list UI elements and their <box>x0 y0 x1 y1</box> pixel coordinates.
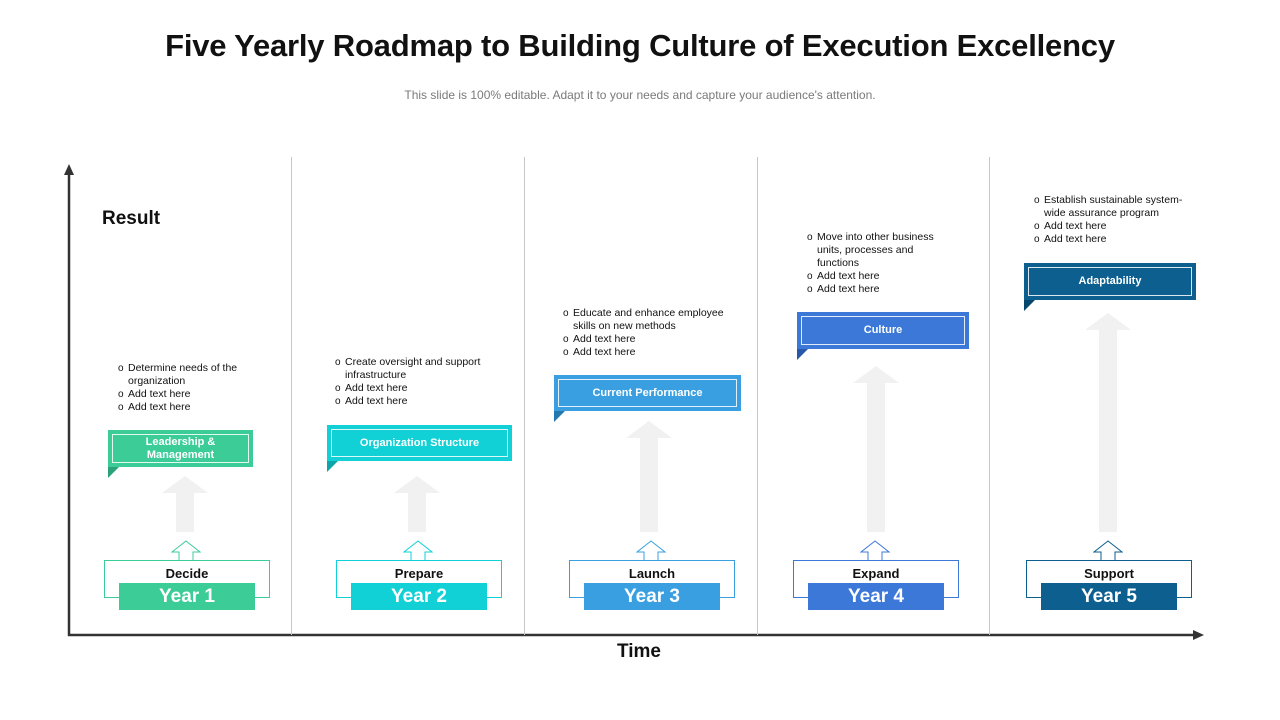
growth-arrow <box>394 476 440 532</box>
bullet-list: Move into other business units, processe… <box>807 231 952 296</box>
bullet-item: Add text here <box>563 346 738 359</box>
column-divider <box>291 157 292 635</box>
small-up-arrow <box>860 540 890 562</box>
bullet-item: Add text here <box>807 283 952 296</box>
milestone-tag-label: Leadership & Management <box>145 435 216 461</box>
year-label: Year 5 <box>1041 583 1177 610</box>
year-label: Year 4 <box>808 583 944 610</box>
bullet-item: Add text here <box>118 388 258 401</box>
x-axis-label: Time <box>617 641 662 662</box>
page-subtitle: This slide is 100% editable. Adapt it to… <box>404 88 876 102</box>
stage-label: Launch <box>628 566 676 581</box>
bullet-item: Establish sustainable system-wide assura… <box>1034 194 1194 220</box>
bullet-item: Create oversight and support infrastruct… <box>335 356 495 382</box>
bullet-item: Add text here <box>563 333 738 346</box>
milestone-tag-label: Current Performance <box>592 386 703 399</box>
bullet-list: Determine needs of the organization Add … <box>118 362 258 414</box>
y-axis-arrowhead <box>64 164 74 175</box>
bullet-item: Educate and enhance employee skills on n… <box>563 307 738 333</box>
year-label: Year 1 <box>119 583 255 610</box>
stage-label: Prepare <box>394 566 444 581</box>
stage-label: Support <box>1084 566 1134 581</box>
page-title: Five Yearly Roadmap to Building Culture … <box>165 28 1115 63</box>
bullet-item: Move into other business units, processe… <box>807 231 952 270</box>
growth-arrow <box>853 366 899 532</box>
growth-arrow <box>626 421 672 532</box>
milestone-tag-label: Adaptability <box>1078 275 1142 287</box>
bullet-item: Determine needs of the organization <box>118 362 258 388</box>
milestone-tag: Current Performance <box>554 375 741 422</box>
year-label: Year 3 <box>584 583 720 610</box>
stage-label: Decide <box>165 566 209 581</box>
bullet-item: Add text here <box>1034 233 1194 246</box>
y-axis-label: Result <box>102 208 161 229</box>
small-up-arrow <box>403 540 433 562</box>
milestone-tag: Adaptability <box>1024 263 1196 311</box>
column-divider <box>989 157 990 635</box>
small-up-arrow <box>171 540 201 562</box>
milestone-tag: Leadership & Management <box>108 430 253 478</box>
small-up-arrow <box>1093 540 1123 562</box>
small-up-arrow <box>636 540 666 562</box>
bullet-list: Educate and enhance employee skills on n… <box>563 307 738 359</box>
milestone-tag-label: Organization Structure <box>359 436 480 449</box>
milestone-tag-label: Culture <box>863 324 903 336</box>
bullet-list: Create oversight and support infrastruct… <box>335 356 495 408</box>
year-label: Year 2 <box>351 583 487 610</box>
bullet-item: Add text here <box>335 382 495 395</box>
growth-arrow <box>1085 313 1131 532</box>
milestone-tag: Organization Structure <box>327 425 512 472</box>
stage-label: Expand <box>852 566 900 581</box>
bullet-item: Add text here <box>807 270 952 283</box>
column-divider <box>524 157 525 635</box>
growth-arrow <box>162 476 208 532</box>
bullet-item: Add text here <box>118 401 258 414</box>
bullet-item: Add text here <box>1034 220 1194 233</box>
bullet-list: Establish sustainable system-wide assura… <box>1034 194 1194 246</box>
column-divider <box>757 157 758 635</box>
bullet-item: Add text here <box>335 395 495 408</box>
x-axis-arrowhead <box>1193 630 1204 640</box>
milestone-tag: Culture <box>797 312 969 360</box>
